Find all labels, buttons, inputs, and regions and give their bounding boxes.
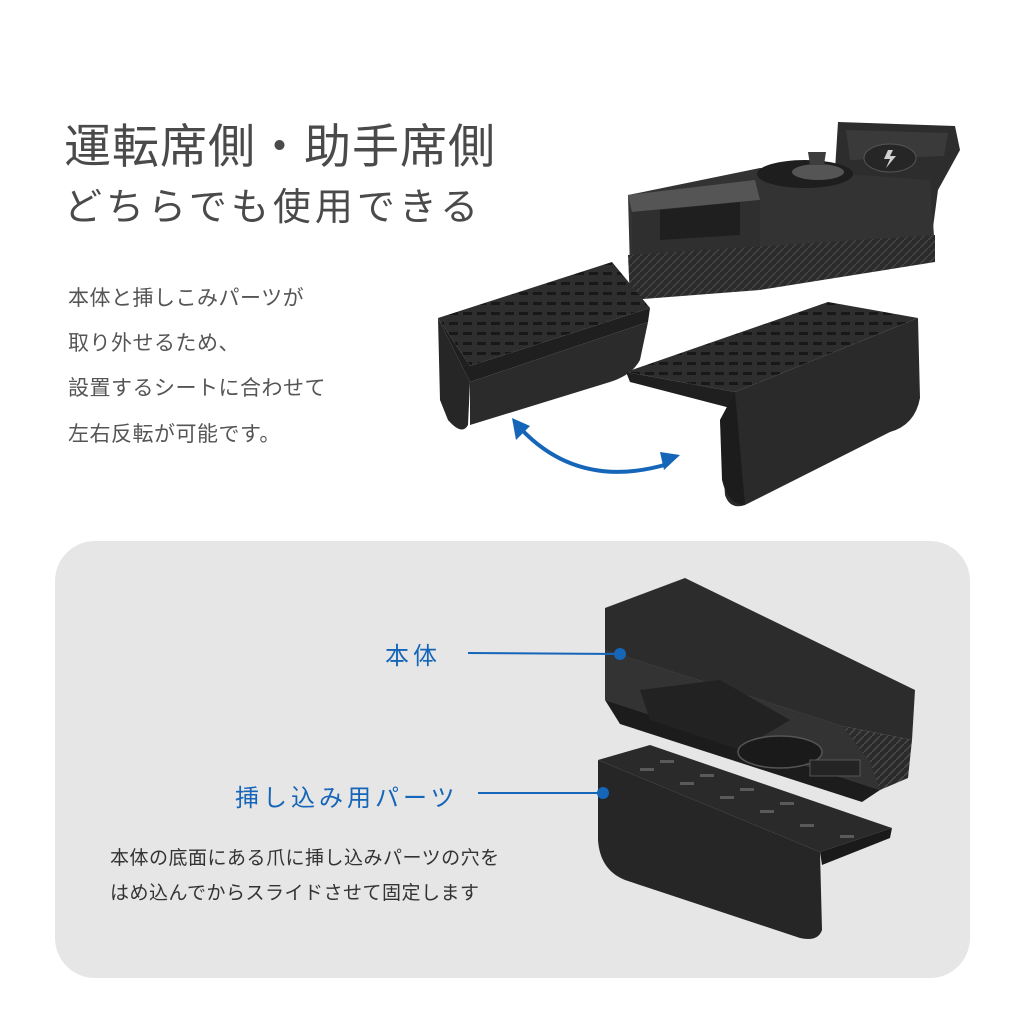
assembly-note-line-1: 本体の底面にある爪に挿し込みパーツの穴を (110, 847, 500, 869)
body-leader-line (467, 648, 626, 660)
description-line-4: 左右反転が可能です。 (68, 422, 281, 446)
main-body-unit (628, 122, 960, 300)
page-subtitle: どちらでも使用できる (64, 185, 483, 229)
assembly-note-line-2: はめ込んでからスライドさせて固定します (110, 882, 480, 904)
description-line-1: 本体と挿しこみパーツが (68, 286, 305, 310)
curved-double-arrow-icon (512, 418, 680, 474)
body-label: 本体 (385, 642, 441, 670)
insert-part-bottom (598, 745, 892, 939)
insert-leader-line (478, 787, 609, 799)
insert-part-left (438, 262, 650, 430)
description-line-3: 設置するシートに合わせて (68, 376, 326, 400)
wireless-charging-icon (863, 143, 917, 173)
main-body-underside (605, 578, 915, 802)
insert-label: 挿し込み用パーツ (235, 784, 459, 812)
page-title: 運転席側・助手席側 (64, 120, 496, 175)
insert-part-right (626, 302, 920, 507)
description-line-2: 取り外せるため、 (68, 331, 240, 355)
product-illustration-top (438, 122, 960, 507)
